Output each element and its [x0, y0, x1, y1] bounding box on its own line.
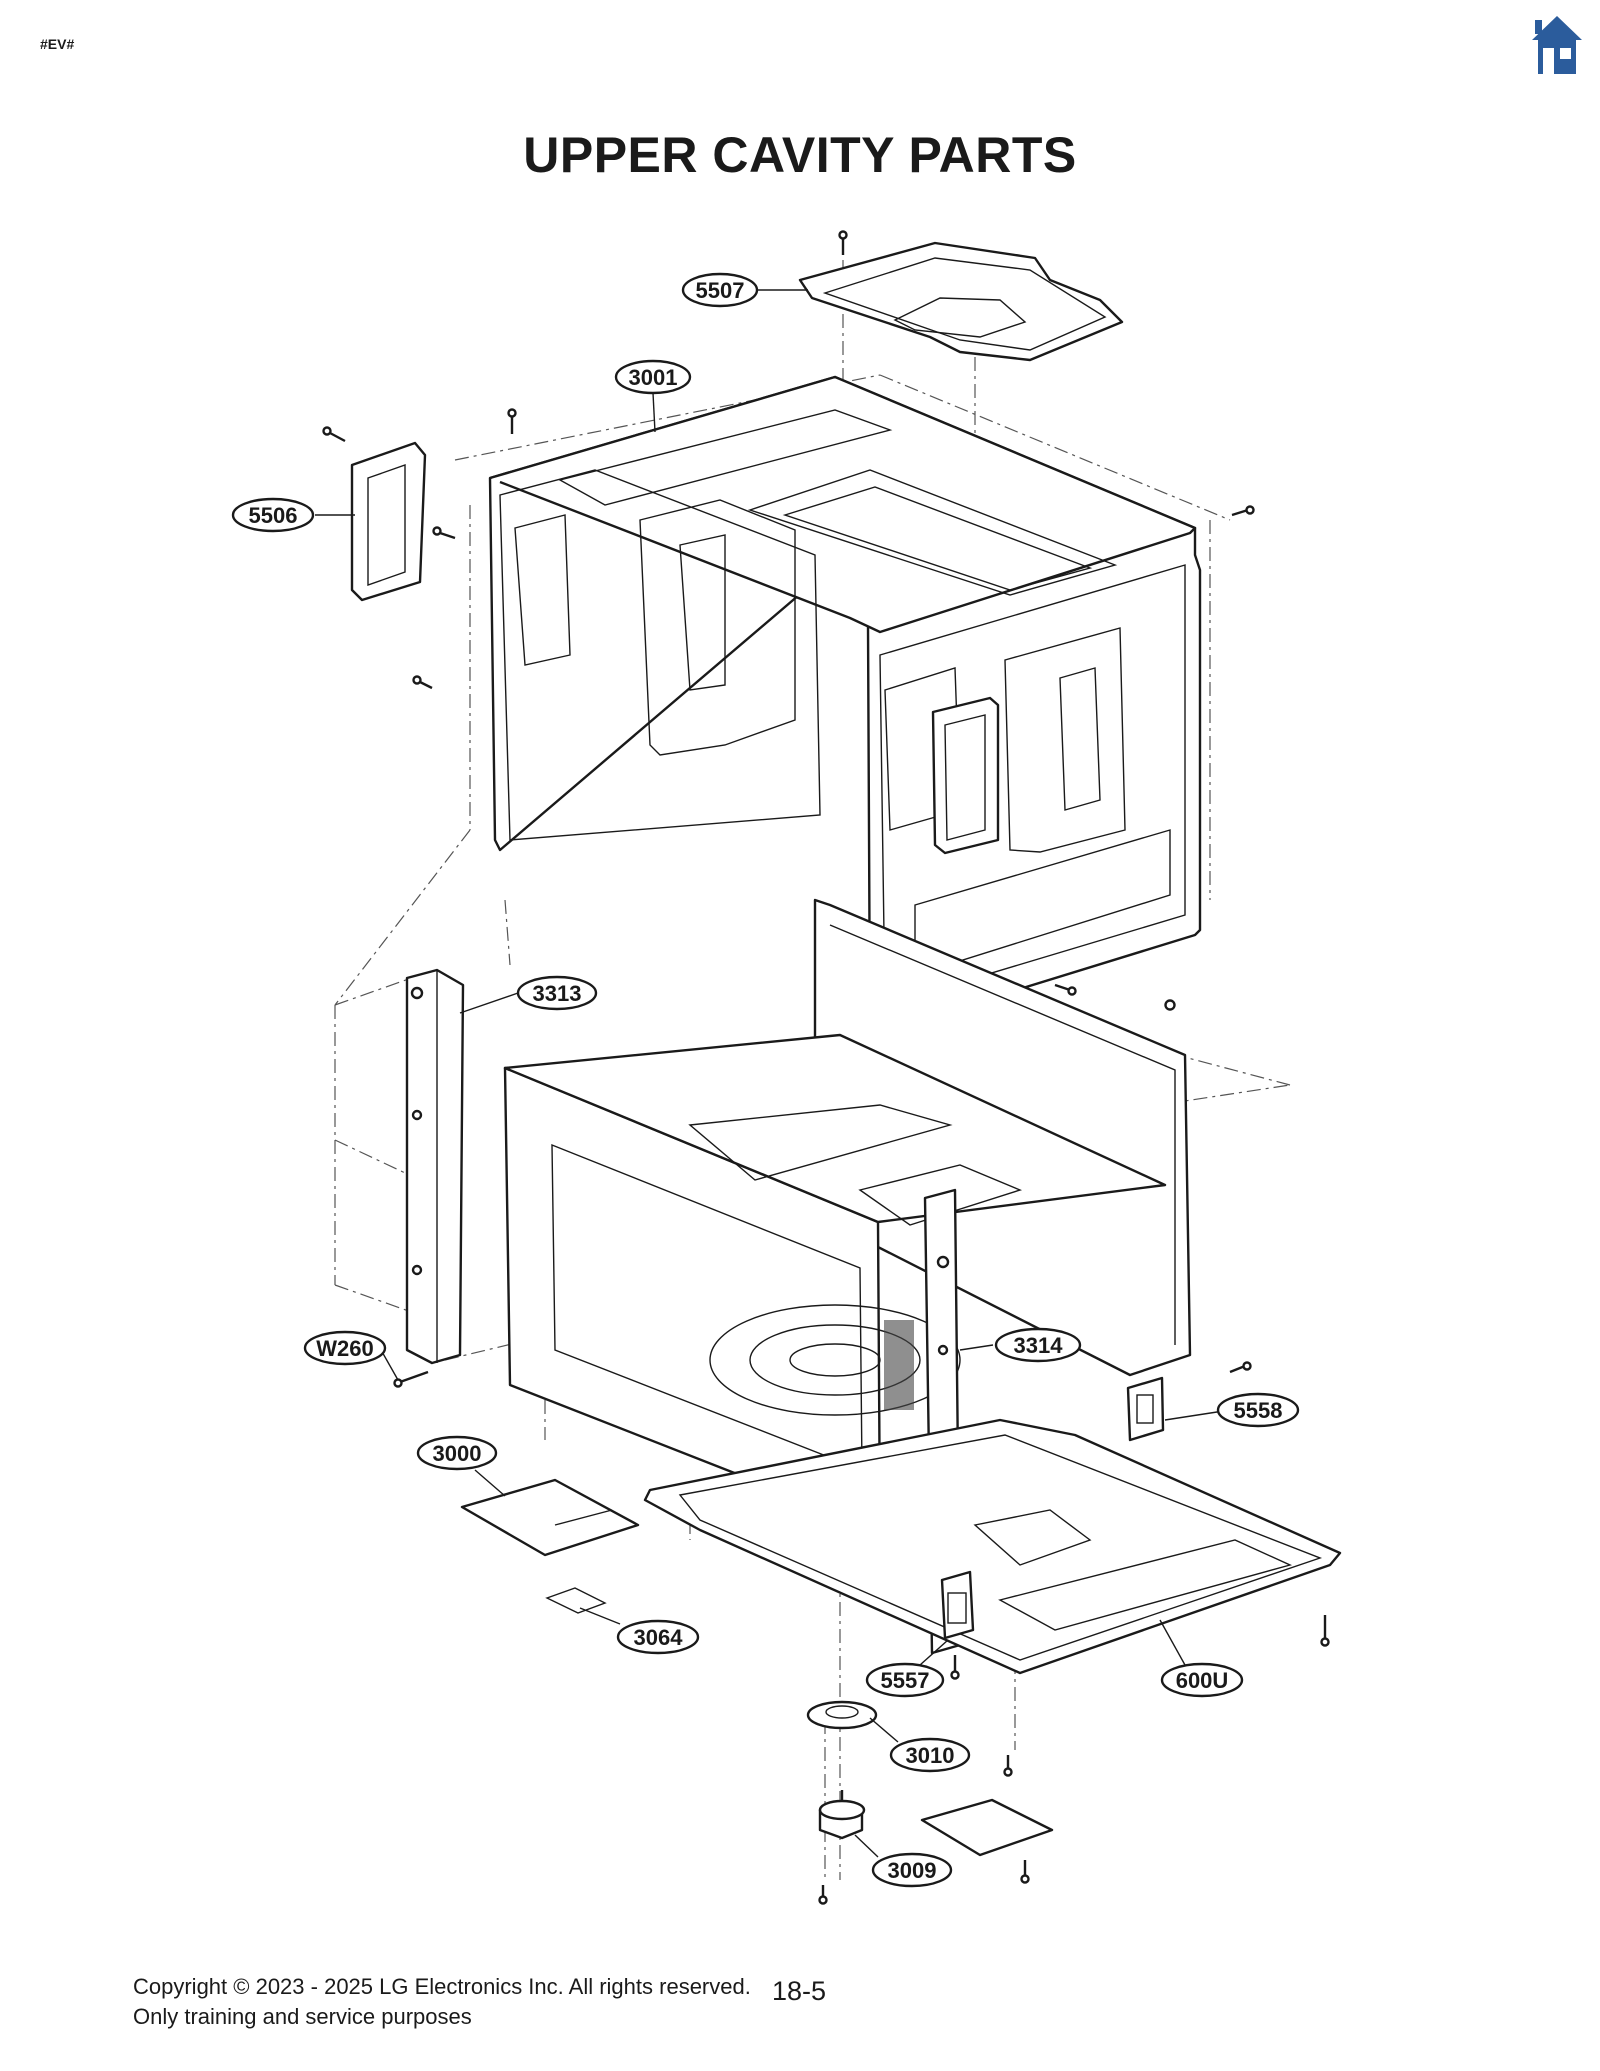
part-3009-motor [818, 1790, 866, 1840]
footer: Copyright © 2023 - 2025 LG Electronics I… [133, 1972, 751, 2032]
wrap-screws [507, 408, 1255, 517]
part-W260-screw [393, 1370, 429, 1388]
callout-3314-label: 3314 [1014, 1333, 1064, 1358]
motor-cover-plate [920, 1798, 1054, 1857]
callout-3009-label: 3009 [888, 1858, 937, 1883]
callout-3064: 3064 [616, 1619, 700, 1655]
callout-5506-label: 5506 [249, 503, 298, 528]
part-5507-top-cover [798, 230, 1124, 362]
part-3064-pad [545, 1587, 607, 1614]
callout-3010-label: 3010 [906, 1743, 955, 1768]
callout-3000: 3000 [416, 1435, 498, 1471]
part-3313-left-bracket [405, 968, 465, 1365]
part-5558-connector [1126, 1361, 1252, 1442]
callout-leaders [315, 289, 1231, 1858]
callout-3001: 3001 [614, 359, 692, 395]
callout-3009: 3009 [871, 1852, 953, 1888]
callout-5558-label: 5558 [1234, 1398, 1283, 1423]
part-5557-connector [940, 1570, 975, 1640]
callout-W260-label: W260 [316, 1336, 373, 1361]
callout-600U-label: 600U [1176, 1668, 1229, 1693]
copyright-text: Copyright © 2023 - 2025 LG Electronics I… [133, 1974, 751, 1999]
part-3010-coupler [806, 1700, 878, 1730]
bottom-screws [818, 983, 1330, 1905]
home-icon[interactable] [1530, 14, 1584, 76]
callout-5506: 5506 [231, 497, 315, 533]
callout-5558: 5558 [1216, 1392, 1300, 1428]
page-title: UPPER CAVITY PARTS [523, 127, 1077, 183]
callout-5507: 5507 [681, 272, 759, 308]
page-number: 18-5 [772, 1976, 827, 2006]
callout-5507-label: 5507 [696, 278, 745, 303]
callout-5557: 5557 [865, 1662, 945, 1698]
page-tag: #EV# [40, 36, 75, 52]
right-side-inner-frame [931, 696, 1000, 855]
callout-3001-label: 3001 [629, 365, 678, 390]
purpose-text: Only training and service purposes [133, 2004, 472, 2029]
callout-3314: 3314 [994, 1327, 1082, 1363]
callout-3010: 3010 [889, 1737, 971, 1773]
part-3001-cavity-wrap [488, 375, 1202, 1037]
callout-3064-label: 3064 [634, 1625, 684, 1650]
callout-3000-label: 3000 [433, 1441, 482, 1466]
callout-3313: 3313 [516, 975, 598, 1011]
part-600U-base [643, 1418, 1342, 1675]
callout-W260: W260 [303, 1330, 387, 1366]
callout-600U: 600U [1160, 1662, 1244, 1698]
callout-3313-label: 3313 [533, 981, 582, 1006]
callout-5557-label: 5557 [881, 1668, 930, 1693]
part-5506-frame [322, 426, 456, 690]
part-3000-cover [460, 1478, 640, 1557]
